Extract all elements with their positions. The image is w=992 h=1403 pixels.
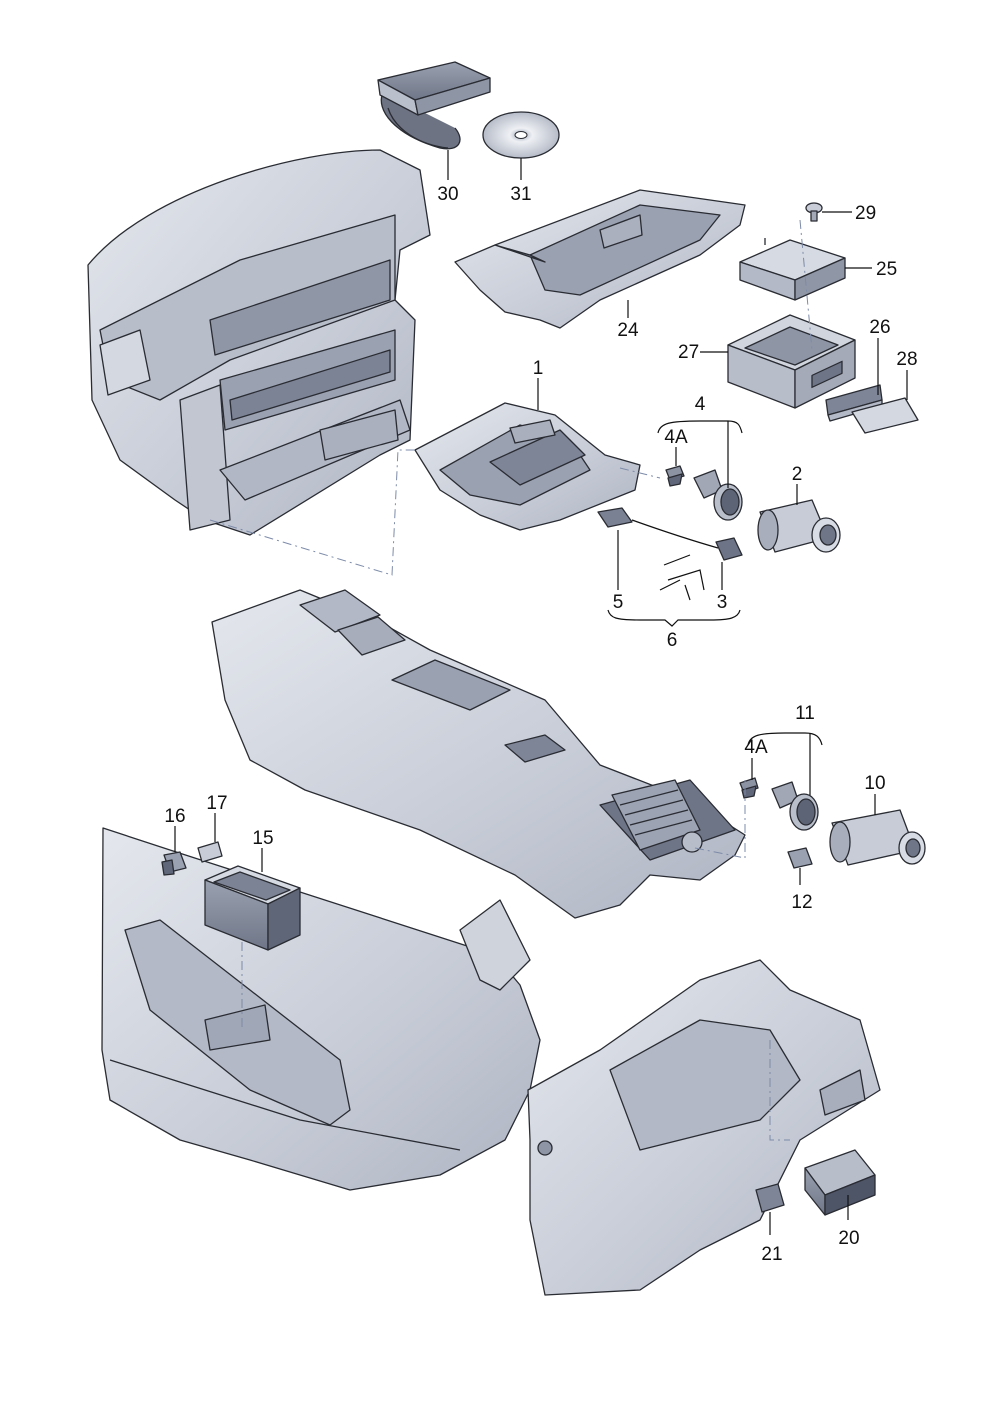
label-15: 15 <box>252 828 273 849</box>
label-31: 31 <box>510 184 531 205</box>
label-3: 3 <box>717 592 728 613</box>
rear-vent <box>611 779 701 851</box>
label-5: 5 <box>613 592 624 613</box>
label-12: 12 <box>791 892 812 913</box>
door-panel <box>101 827 541 1191</box>
part-20-socket <box>804 1149 876 1216</box>
part-4a-clip-lower <box>739 777 759 799</box>
part-4a-clip-upper <box>665 465 685 487</box>
part-24-glovebox <box>454 189 746 329</box>
label-29: 29 <box>855 203 876 224</box>
part-27-housing <box>727 314 856 409</box>
part-29-screw <box>805 202 823 222</box>
part-10-lighter-lower <box>829 809 926 866</box>
leader-lines <box>174 150 908 1235</box>
center-console <box>211 589 746 919</box>
part-1-tray <box>414 402 641 531</box>
label-4a-top: 4A <box>664 427 688 448</box>
part-15-ashtray <box>204 865 301 951</box>
label-6: 6 <box>667 630 678 651</box>
part-16-clip <box>161 851 187 876</box>
label-24: 24 <box>617 320 639 341</box>
part-5-6-3-wiring <box>597 507 743 601</box>
label-4a-bottom: 4A <box>744 737 768 758</box>
label-30: 30 <box>437 184 458 205</box>
label-11: 11 <box>795 703 815 724</box>
label-16: 16 <box>164 806 185 827</box>
callout-labels: 30 31 29 25 24 26 27 28 1 4 4A 2 5 3 6 1… <box>164 184 917 1265</box>
label-21: 21 <box>761 1244 782 1265</box>
rear-side-panel <box>527 959 881 1296</box>
part-31-disc <box>482 111 560 159</box>
label-28: 28 <box>896 349 917 370</box>
label-10: 10 <box>864 773 885 794</box>
part-30-cd-changer <box>377 61 491 150</box>
part-17-cap <box>197 841 223 863</box>
label-27: 27 <box>678 342 699 363</box>
part-25-module <box>739 238 846 301</box>
label-26: 26 <box>869 317 890 338</box>
label-2: 2 <box>792 464 803 485</box>
label-17: 17 <box>206 793 227 814</box>
label-20: 20 <box>838 1228 859 1249</box>
part-21-clip <box>755 1183 785 1213</box>
dashboard-frame <box>87 149 431 536</box>
label-25: 25 <box>876 259 897 280</box>
part-12-clip <box>787 847 813 869</box>
part-4-socket-upper <box>693 469 743 521</box>
part-11-socket-lower <box>771 781 819 831</box>
label-4: 4 <box>695 394 706 415</box>
label-1: 1 <box>533 358 544 379</box>
part-2-lighter-upper <box>757 499 841 553</box>
alignment-lines <box>209 219 813 1141</box>
part-28-cover <box>851 397 919 434</box>
